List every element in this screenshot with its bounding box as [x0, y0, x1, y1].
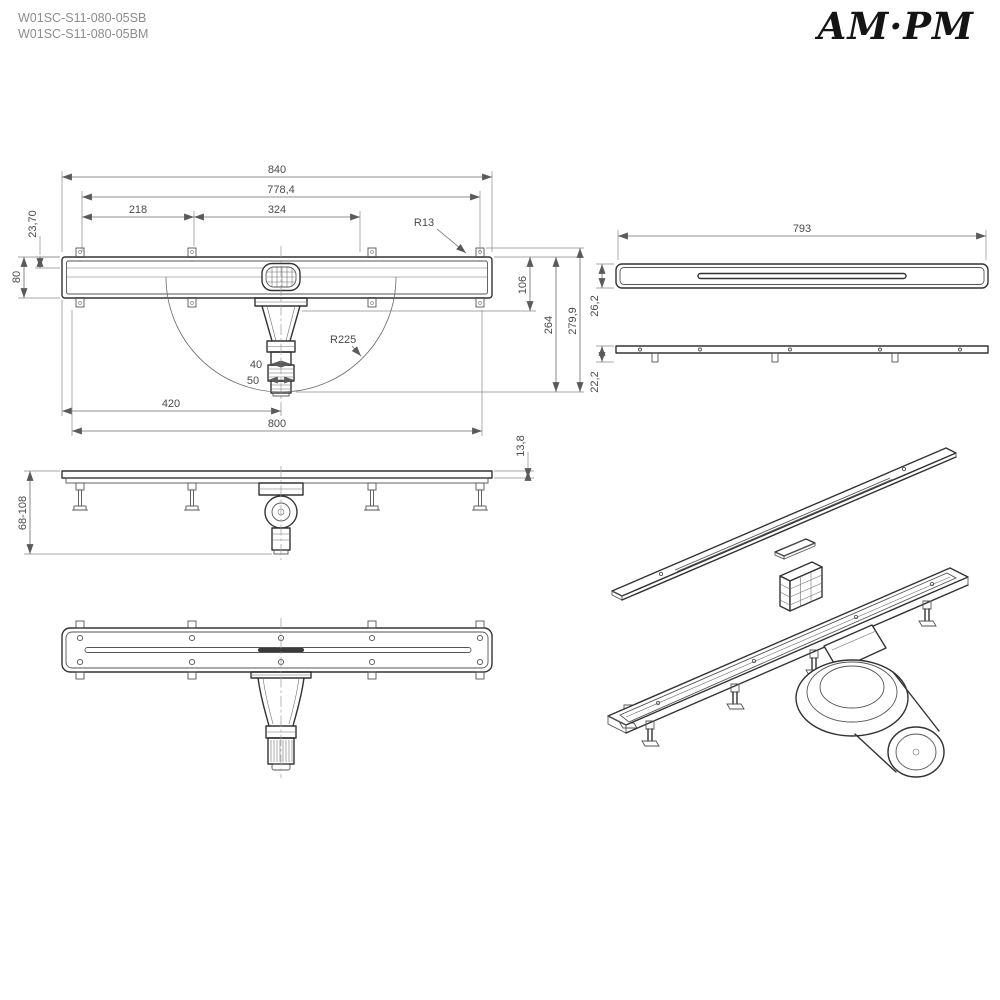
dim-793-label: 793 [793, 223, 811, 235]
dim-40: 40 [250, 359, 291, 371]
drain-insert-front [261, 262, 301, 292]
dim-262-label: 26,2 [589, 295, 601, 316]
swivel-arc: R225 [165, 276, 397, 393]
dim-264: 264 [296, 257, 584, 393]
dim-800: 800 [71, 310, 483, 436]
iso-cover-plate [774, 538, 816, 560]
channel-body-front [61, 256, 493, 299]
dim-420: 420 [61, 300, 282, 416]
iso-channel-frame [607, 567, 969, 734]
dim-800-label: 800 [268, 418, 286, 430]
dim-218-324: 218 324 [82, 204, 361, 252]
dim-26-2: 26,2 [589, 263, 614, 317]
isometric-view [607, 447, 969, 778]
front-view: R225 840 778,4 218 324 [11, 164, 584, 481]
dim-68-108-label: 68-108 [17, 496, 29, 530]
dim-778-4: 778,4 [81, 184, 481, 252]
dim-222-label: 22,2 [589, 371, 601, 392]
dim-80-label: 80 [11, 271, 23, 283]
dim-13-8: 13,8 [494, 435, 534, 481]
iso-siphon-trap [795, 624, 945, 778]
edge-clamp-tabs-top-view [75, 620, 485, 680]
product-code-1: W01SC-S11-080-05SB [18, 11, 147, 25]
dim-106: 106 [302, 256, 584, 312]
dim-218-label: 218 [129, 204, 147, 216]
dim-2799-label: 279,9 [567, 307, 579, 335]
dim-420-label: 420 [162, 398, 180, 410]
dim-68-108: 68-108 [17, 470, 272, 555]
dim-264-label: 264 [543, 316, 555, 334]
drainage-slot-top-view [84, 647, 472, 653]
dim-50: 50 [247, 375, 294, 387]
iso-feet [641, 600, 937, 747]
dim-80: 80 [11, 256, 60, 299]
product-codes: W01SC-S11-080-05SB W01SC-S11-080-05BM [18, 10, 148, 43]
grate-plan-view: 793 26,2 [589, 223, 989, 393]
dim-324-label: 324 [268, 204, 286, 216]
iso-grate [611, 447, 957, 601]
dim-840: 840 [61, 164, 493, 252]
dim-2370-label: 23,70 [27, 210, 39, 238]
dim-279-9: 279,9 [486, 247, 584, 392]
siphon-trap-top-view [250, 618, 312, 778]
mounting-clamps-front [75, 247, 485, 308]
dim-138-label: 13,8 [515, 435, 527, 456]
dim-840-label: 840 [268, 164, 286, 176]
dim-778-label: 778,4 [267, 184, 295, 196]
siphon-trap-front [254, 246, 308, 404]
dim-50-label: 50 [247, 375, 259, 387]
top-view [61, 618, 493, 778]
brand-logo: AM·PM [817, 4, 974, 48]
dim-23-70: 23,70 [27, 210, 60, 269]
dim-40-label: 40 [250, 359, 262, 371]
dim-r13-label: R13 [414, 217, 434, 229]
dim-r225-label: R225 [330, 334, 356, 346]
grate-strip [615, 263, 989, 289]
iso-trap-insert [779, 561, 823, 612]
dim-793: 793 [617, 223, 987, 260]
drain-body-side [258, 466, 304, 560]
side-view: 68-108 [17, 466, 493, 560]
dim-106-label: 106 [517, 276, 529, 294]
dim-22-2: 22,2 [589, 345, 614, 393]
product-code-2: W01SC-S11-080-05BM [18, 27, 149, 42]
adjustable-feet-side [72, 482, 488, 511]
grate-edge-strip [615, 345, 989, 363]
dim-r13: R13 [414, 217, 467, 254]
